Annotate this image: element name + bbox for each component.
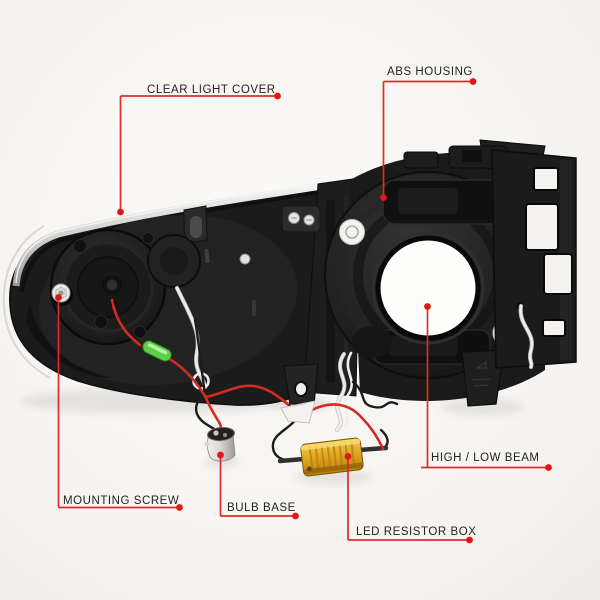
leader-clear-light-cover (119, 95, 277, 211)
leader-abs-housing (382, 80, 471, 197)
leader-dots (55, 78, 552, 544)
label-led-resistor-box: LED RESISTOR BOX (356, 526, 477, 538)
mounting-screw-part (51, 283, 73, 306)
label-high-low-beam: HIGH / LOW BEAM (431, 452, 540, 464)
white-plug-connector (280, 400, 316, 424)
bracket-screws (288, 212, 315, 226)
green-connector (142, 340, 172, 362)
leader-high-low-beam (421, 306, 546, 469)
label-clear-light-cover: CLEAR LIGHT COVER (147, 84, 276, 96)
label-mounting-screw: MOUNTING SCREW (63, 495, 180, 507)
bulb-base-part (204, 426, 236, 462)
clear-light-cover-part (2, 182, 323, 406)
label-abs-housing: ABS HOUSING (387, 66, 473, 78)
leader-led-resistor-box (347, 456, 467, 541)
chrome-trim (12, 182, 323, 287)
leader-lines (57, 80, 546, 541)
leader-bulb-base (219, 455, 293, 517)
leader-mounting-screw (57, 297, 177, 509)
led-resistor-box-part (300, 437, 364, 477)
label-bulb-base: BULB BASE (227, 502, 296, 514)
side-bracket-panel (491, 149, 577, 369)
wiring-harness (110, 285, 534, 464)
